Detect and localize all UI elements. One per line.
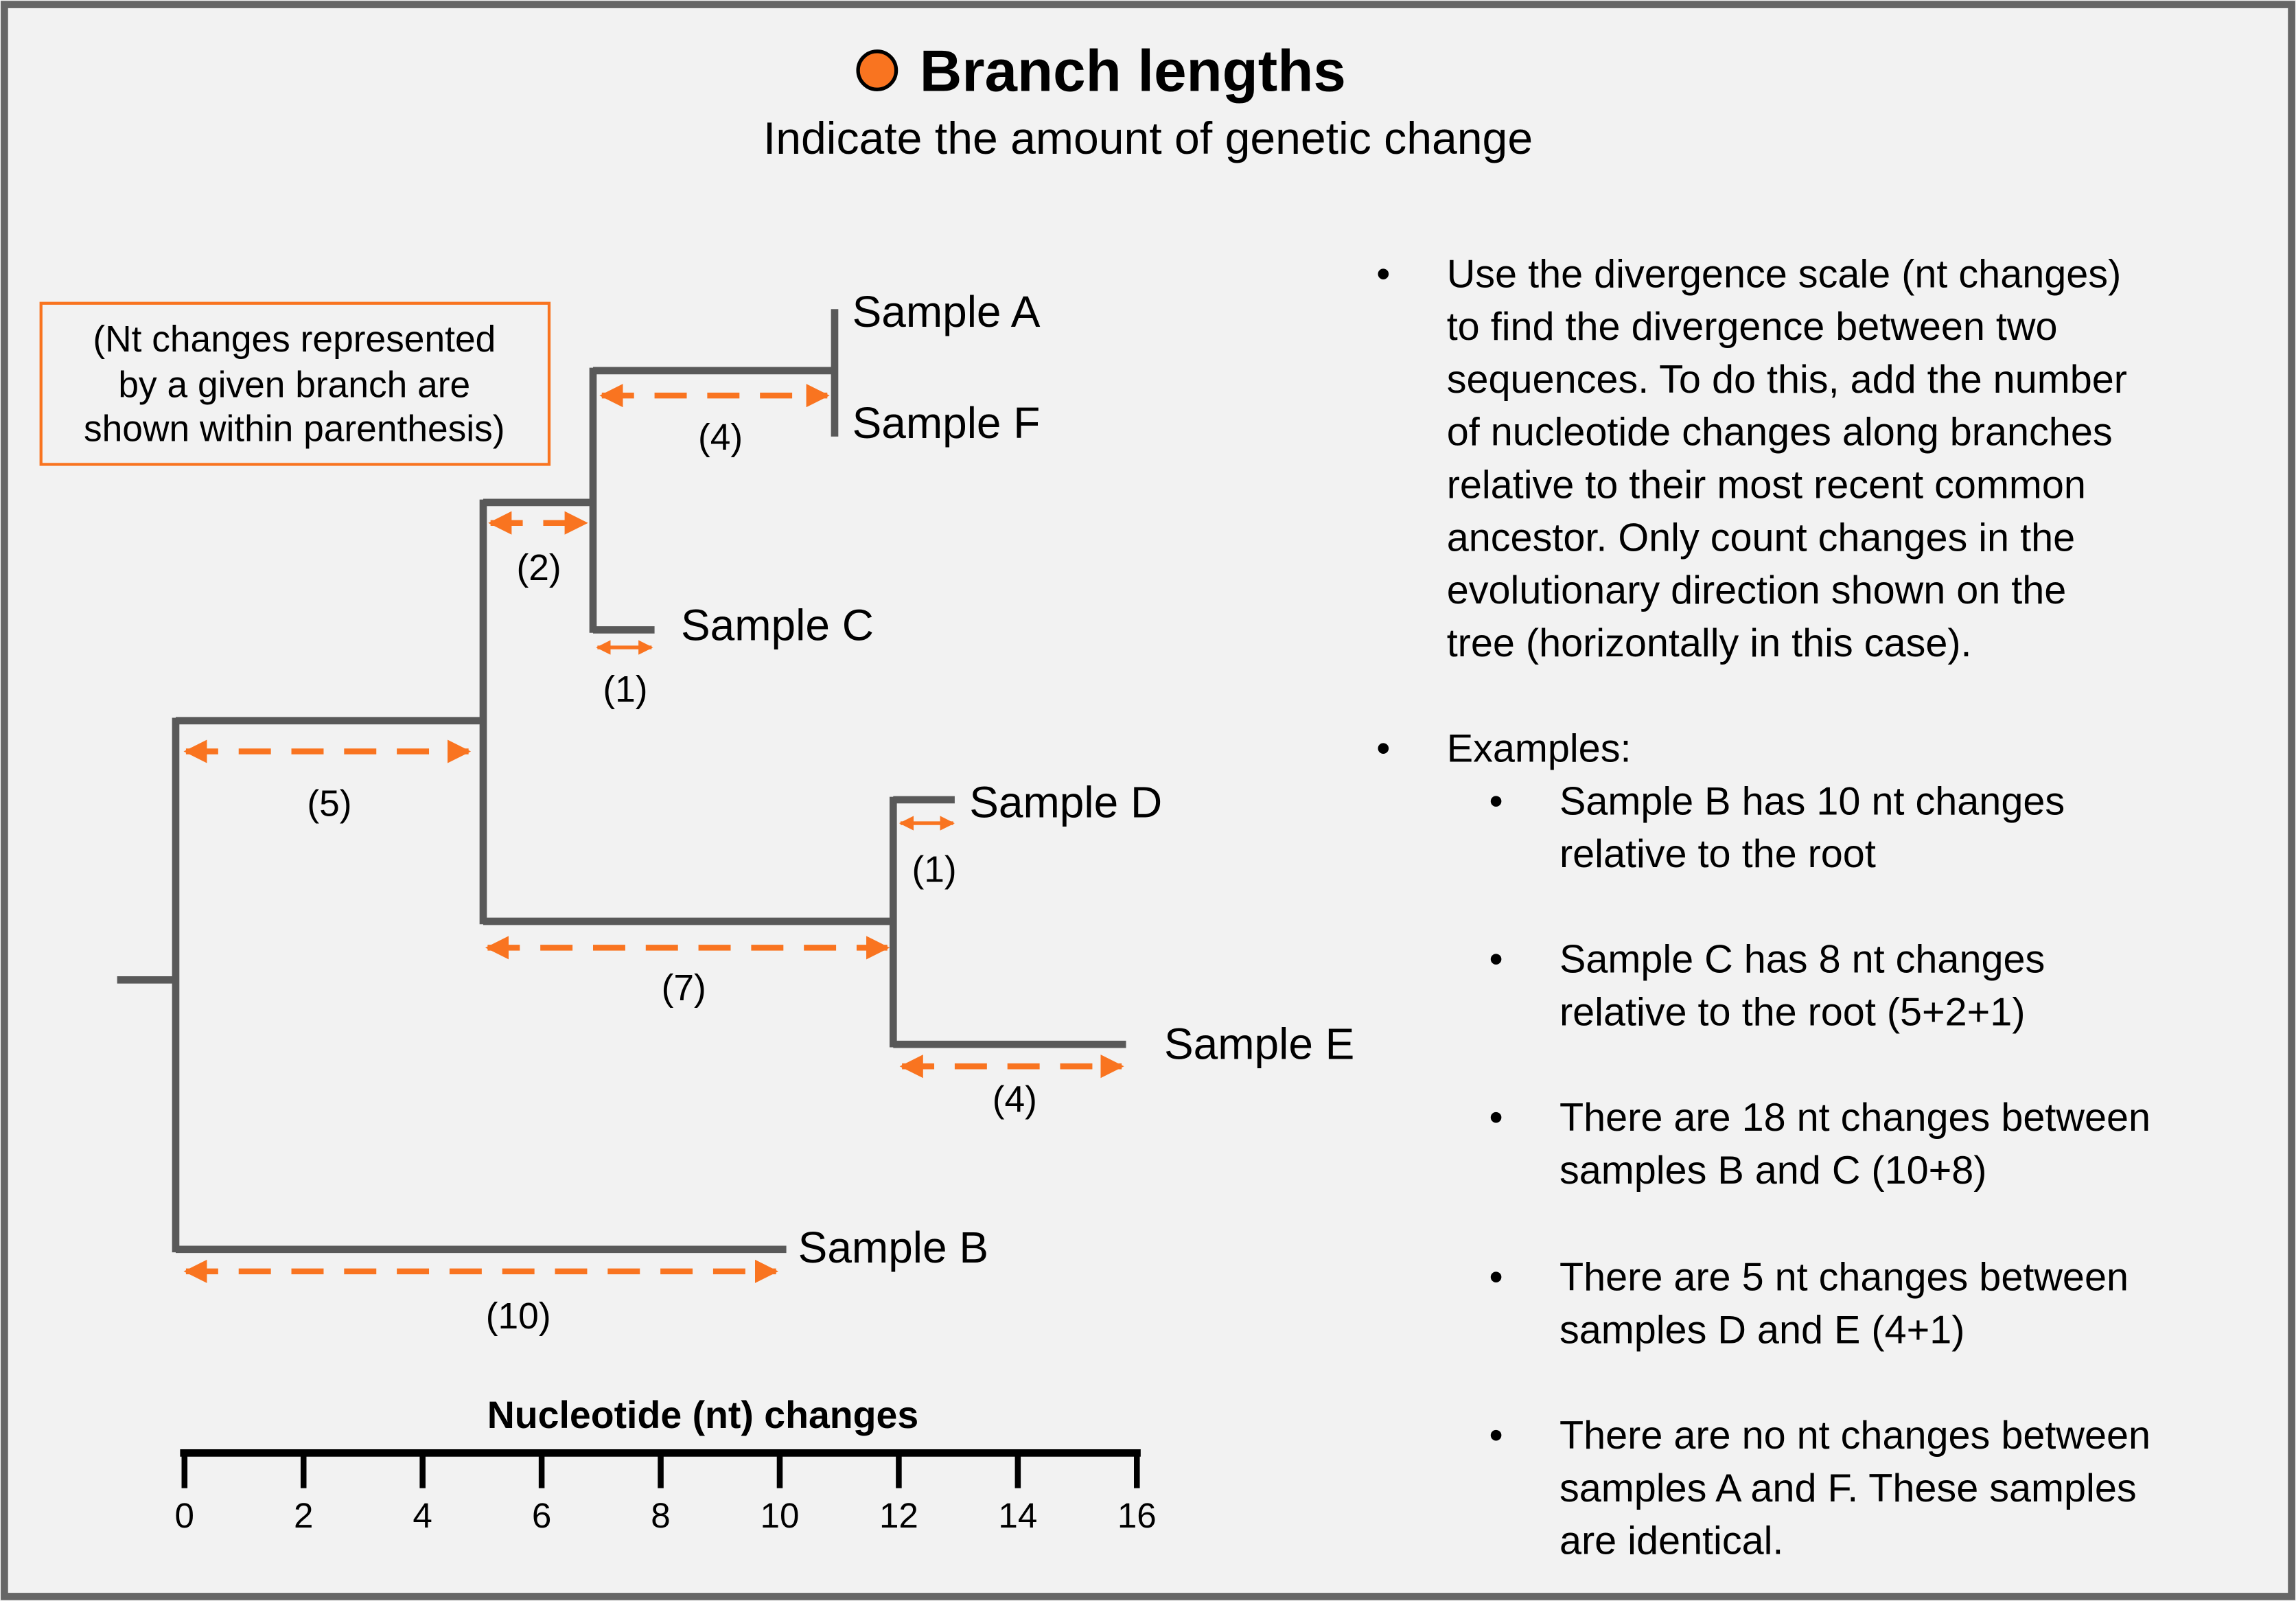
sample-f-label: Sample F [853, 398, 1041, 448]
label-e: (4) [993, 1079, 1037, 1120]
note-line: shown within parenthesis) [84, 408, 505, 449]
example-line: Sample C has 8 nt changes [1559, 938, 2045, 982]
explanation-text: • Use the divergence scale (nt changes) to… [1376, 252, 2150, 1563]
bullet-icon: • [1376, 252, 1390, 296]
label-d: (1) [912, 849, 956, 890]
sub-bullet-icon: • [1489, 938, 1503, 982]
orange-bullet-icon [856, 49, 898, 91]
scale-tick-label: 8 [651, 1496, 670, 1535]
scale-tick-label: 0 [175, 1496, 194, 1535]
explanation-line: Use the divergence scale (nt changes) [1447, 252, 2122, 296]
example-line: samples A and F. These samples [1559, 1466, 2137, 1510]
label-af: (4) [698, 417, 743, 458]
phylogenetic-tree [117, 309, 1126, 1254]
root-branch [117, 717, 180, 1253]
sample-e-label: Sample E [1164, 1020, 1354, 1069]
page-title: Branch lengths [920, 38, 1346, 104]
scale-tick-label: 14 [998, 1496, 1037, 1535]
example-line: relative to the root [1559, 832, 1876, 876]
note-line: (Nt changes represented [93, 319, 496, 360]
example-line: are identical. [1559, 1519, 1783, 1563]
note-box: (Nt changes represented by a given branc… [39, 301, 551, 466]
examples-label: Examples: [1447, 726, 1632, 770]
explanation-line: ancestor. Only count changes in the [1447, 516, 2075, 560]
explanation-line: relative to their most recent common [1447, 463, 2086, 507]
example-line: There are 5 nt changes between [1559, 1256, 2129, 1300]
example-line: There are 18 nt changes between [1559, 1096, 2150, 1140]
scale-tick-label: 16 [1117, 1496, 1157, 1535]
branch-arrows [183, 384, 1124, 1283]
branch-acf [483, 367, 597, 633]
explanation-line: sequences. To do this, add the number [1447, 358, 2127, 402]
scale-tick-label: 10 [761, 1496, 800, 1535]
branch-top [175, 499, 487, 925]
example-line: samples D and E (4+1) [1559, 1308, 1964, 1352]
label-acf: (2) [516, 548, 561, 588]
divergence-scale: Nucleotide (nt) changes 0 2 4 6 8 10 12 14 16 [175, 1394, 1157, 1535]
sample-d-label: Sample D [969, 778, 1162, 827]
example-line: There are no nt changes between [1559, 1414, 2150, 1458]
scale-tick-label: 4 [413, 1496, 432, 1535]
sub-bullet-icon: • [1489, 1414, 1503, 1458]
explanation-line: evolutionary direction shown on the [1447, 568, 2067, 612]
page-subtitle: Indicate the amount of genetic change [763, 113, 1533, 164]
sub-bullet-icon: • [1489, 779, 1503, 823]
note-line: by a given branch are [118, 365, 470, 405]
scale-tick-label: 12 [879, 1496, 918, 1535]
example-line: Sample B has 10 nt changes [1559, 779, 2065, 823]
sample-labels: Sample A Sample F Sample C Sample D Samp… [681, 287, 1354, 1272]
branch-length-labels: (5) (2) (4) (1) (7) (1) (4) (10) [307, 417, 1037, 1337]
sample-a-label: Sample A [853, 287, 1041, 336]
label-b: (10) [486, 1296, 551, 1337]
scale-title: Nucleotide (nt) changes [487, 1394, 919, 1436]
example-line: samples B and C (10+8) [1559, 1149, 1986, 1193]
sub-bullet-icon: • [1489, 1096, 1503, 1140]
scale-tick-label: 6 [532, 1496, 551, 1535]
label-c: (1) [603, 669, 647, 710]
branch-af [592, 309, 839, 437]
scale-tick-label: 2 [294, 1496, 313, 1535]
example-line: relative to the root (5+2+1) [1559, 990, 2026, 1034]
bullet-icon: • [1376, 726, 1390, 770]
sample-b-label: Sample B [798, 1223, 988, 1272]
label-de: (7) [662, 968, 706, 1009]
label-top: (5) [307, 783, 351, 824]
sample-c-label: Sample C [681, 600, 874, 649]
explanation-line: tree (horizontally in this case). [1447, 621, 1972, 665]
explanation-line: of nucleotide changes along branches [1447, 411, 2113, 454]
branch-de [483, 796, 897, 1048]
explanation-line: to find the divergence between two [1447, 305, 2058, 349]
sub-bullet-icon: • [1489, 1256, 1503, 1300]
